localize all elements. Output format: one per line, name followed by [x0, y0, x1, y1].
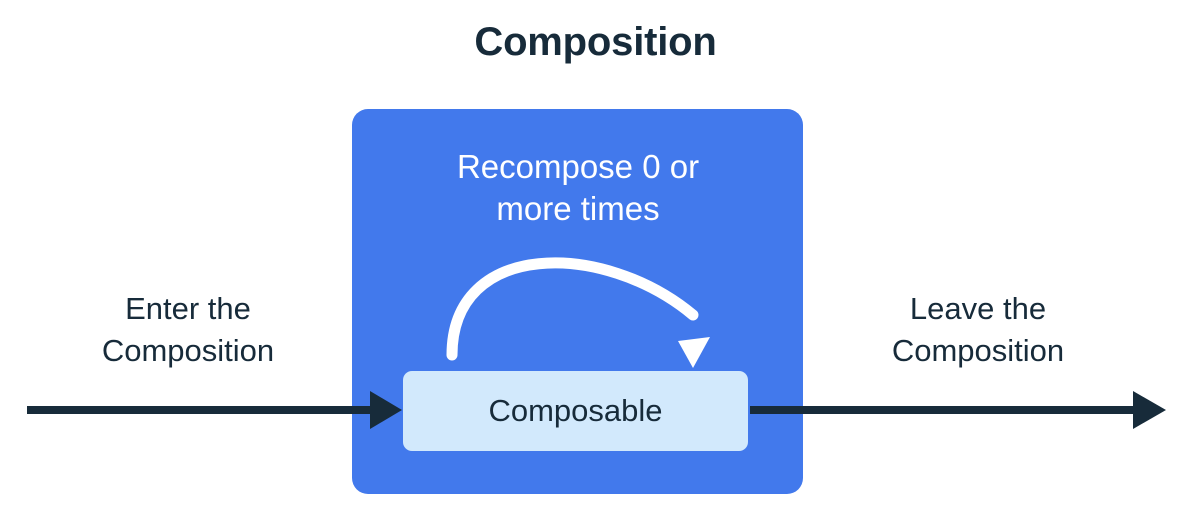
- enter-composition-label: Enter the Composition: [38, 288, 338, 372]
- leave-composition-label-line-2: Composition: [891, 333, 1065, 368]
- recompose-label-line-1: Recompose 0 or: [456, 148, 700, 185]
- recompose-label: Recompose 0 or more times: [392, 146, 764, 230]
- leave-arrow-icon: [750, 391, 1166, 429]
- enter-composition-label-line-1: Enter the: [125, 291, 251, 326]
- composable-label: Composable: [488, 393, 663, 428]
- leave-composition-label: Leave the Composition: [828, 288, 1128, 372]
- page-title: Composition: [474, 20, 717, 64]
- leave-composition-label-line-1: Leave the: [909, 291, 1047, 326]
- recompose-label-line-2: more times: [496, 190, 660, 227]
- enter-composition-label-line-2: Composition: [101, 333, 275, 368]
- enter-arrow-icon: [27, 391, 402, 429]
- composable-node: Composable: [403, 371, 748, 451]
